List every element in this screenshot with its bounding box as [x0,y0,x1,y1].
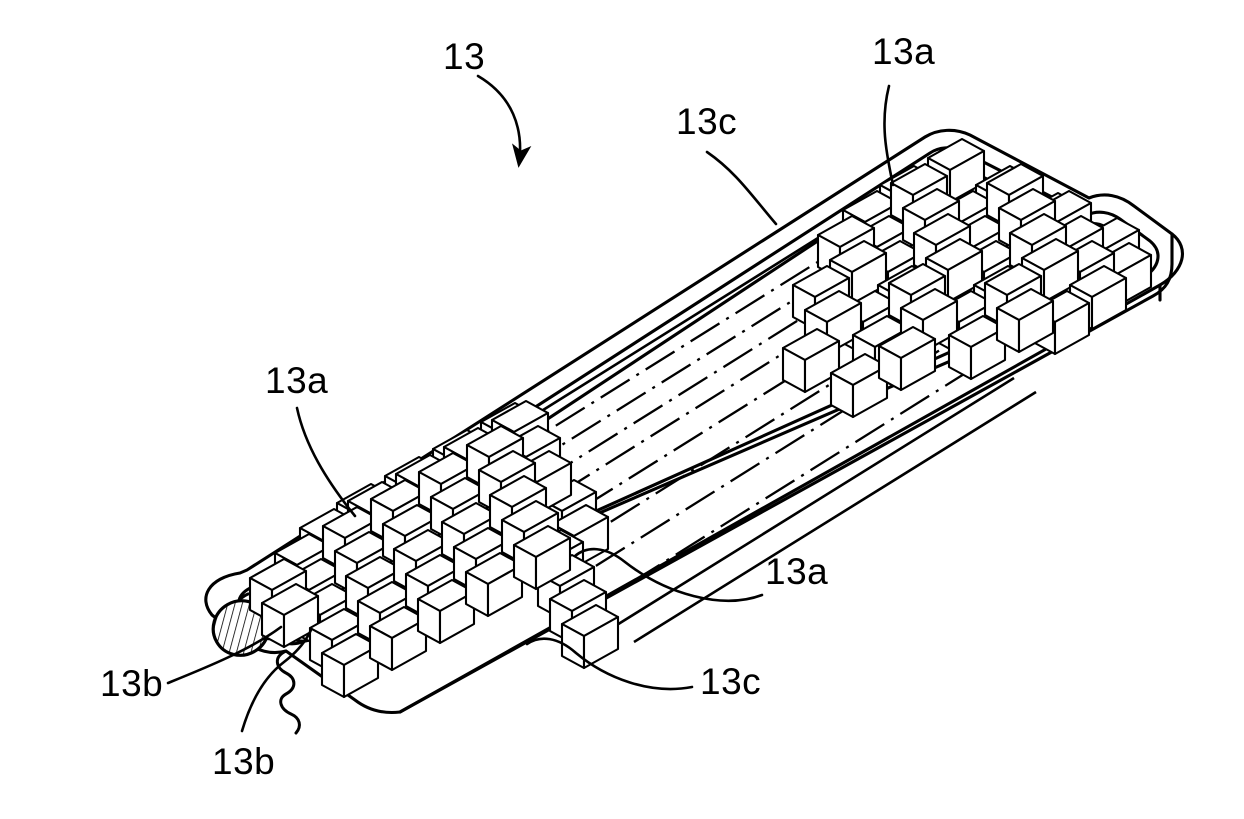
ref-label-13a-left: 13a [265,360,329,401]
ref-label-13a-right: 13a [765,551,829,592]
ref-label-13c-low: 13c [700,661,762,702]
ref-label-13c-top: 13c [676,101,738,142]
ref-label-13b-low: 13b [212,741,276,782]
leader-lines [166,74,895,733]
ref-label-13b-left: 13b [100,663,164,704]
ref-label-13a-top: 13a [872,31,936,72]
ref-label-13: 13 [443,36,486,77]
